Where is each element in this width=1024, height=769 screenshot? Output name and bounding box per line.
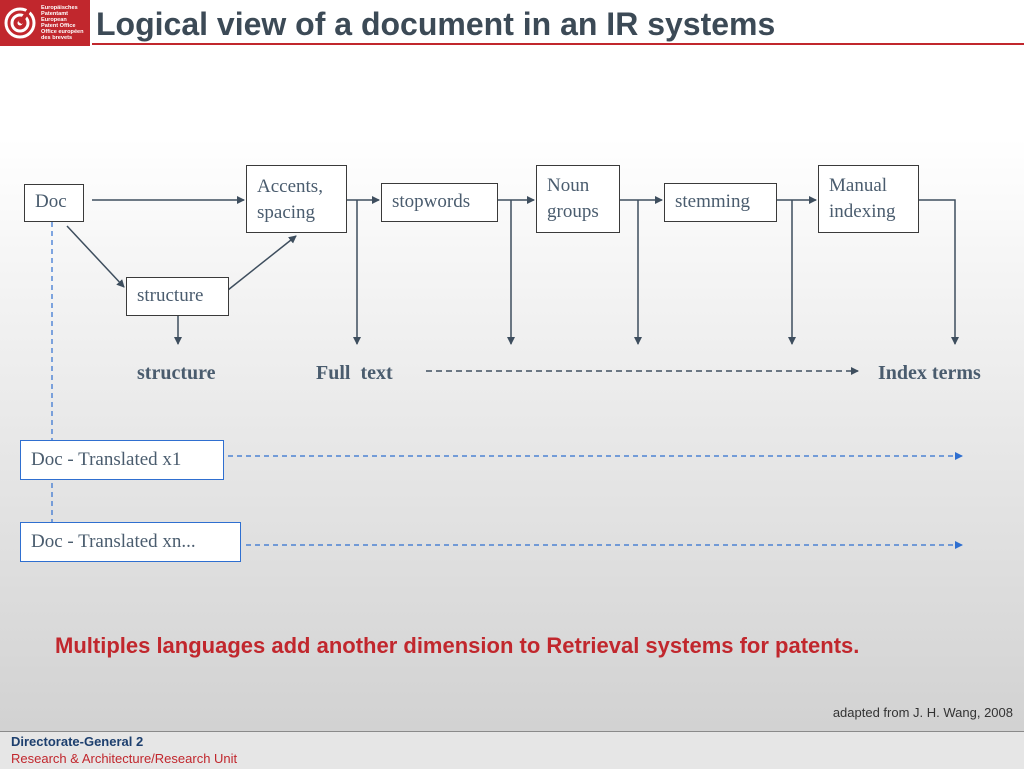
footer-directorate: Directorate-General 2 (11, 734, 144, 749)
translated-xn-box: Doc - Translated xn... (20, 522, 241, 562)
structure-box: structure (126, 277, 229, 316)
stemming-box: stemming (664, 183, 777, 222)
translated-x1-box: Doc - Translated x1 (20, 440, 224, 480)
noun-groups-box: Noun groups (536, 165, 620, 233)
accents-spacing-box: Accents, spacing (246, 165, 347, 233)
logo-wordmark: Europäisches Patentamt European Patent O… (41, 5, 84, 41)
manual-indexing-box: Manual indexing (818, 165, 919, 233)
arrow-doc-structure (66, 225, 125, 288)
doc-box: Doc (24, 184, 84, 222)
epo-emblem-icon (4, 7, 36, 39)
arrow-structure-accents (227, 235, 297, 291)
epo-logo: Europäisches Patentamt European Patent O… (0, 0, 90, 46)
structure-label: structure (137, 362, 216, 384)
index-terms-label: Index terms (878, 362, 981, 384)
page-title: Logical view of a document in an IR syst… (96, 6, 776, 42)
footer-unit: Research & Architecture/Research Unit (11, 751, 238, 766)
full-text-label: Full text (316, 362, 393, 384)
key-message: Multiples languages add another dimensio… (55, 633, 860, 658)
source-credit: adapted from J. H. Wang, 2008 (832, 705, 1013, 720)
stopwords-box: stopwords (381, 183, 498, 222)
arrow-manual-down (919, 199, 959, 345)
slide-footer: Directorate-General 2 Research & Archite… (0, 731, 1024, 769)
title-rule (92, 43, 1024, 45)
